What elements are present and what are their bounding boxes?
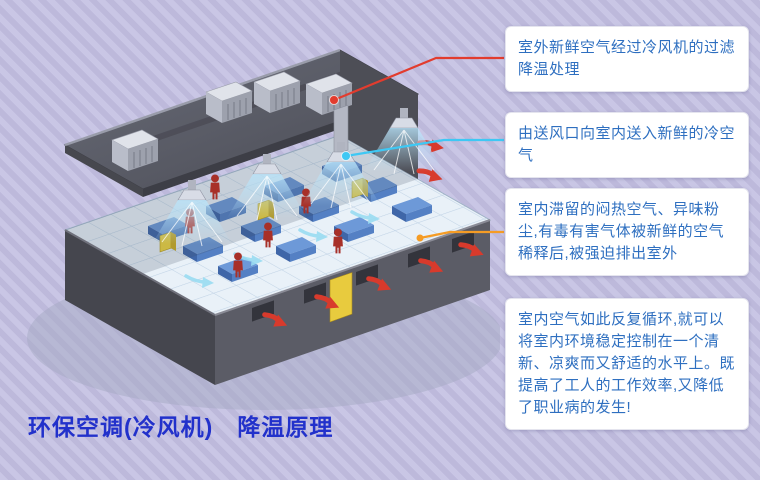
- front-left-wall: [64, 229, 216, 385]
- factory-door: [329, 272, 353, 323]
- callout-box-circulation: 室内空气如此反复循环,就可以将室内环境稳定控制在一个清新、凉爽而又舒适的水平上。…: [505, 298, 749, 430]
- callout-box-fresh-air: 室外新鲜空气经过冷风机的过滤降温处理: [505, 26, 749, 92]
- callout-text: 室内滞留的闷热空气、异味粉尘,有毒有害气体被新鲜的空气稀释后,被强迫排出室外: [518, 201, 725, 262]
- callout-box-supply-air: 由送风口向室内送入新鲜的冷空气: [505, 112, 749, 178]
- callout-box-exhaust-air: 室内滞留的闷热空气、异味粉尘,有毒有害气体被新鲜的空气稀释后,被强迫排出室外: [505, 188, 749, 276]
- callout-text: 由送风口向室内送入新鲜的冷空气: [518, 125, 736, 164]
- factory-cutaway-illustration: [27, 48, 500, 410]
- callout-text: 室内空气如此反复循环,就可以将室内环境稳定控制在一个清新、凉爽而又舒适的水平上。…: [518, 311, 736, 416]
- page-title: 环保空调(冷风机) 降温原理: [28, 414, 334, 440]
- callout-text: 室外新鲜空气经过冷风机的过滤降温处理: [518, 39, 736, 78]
